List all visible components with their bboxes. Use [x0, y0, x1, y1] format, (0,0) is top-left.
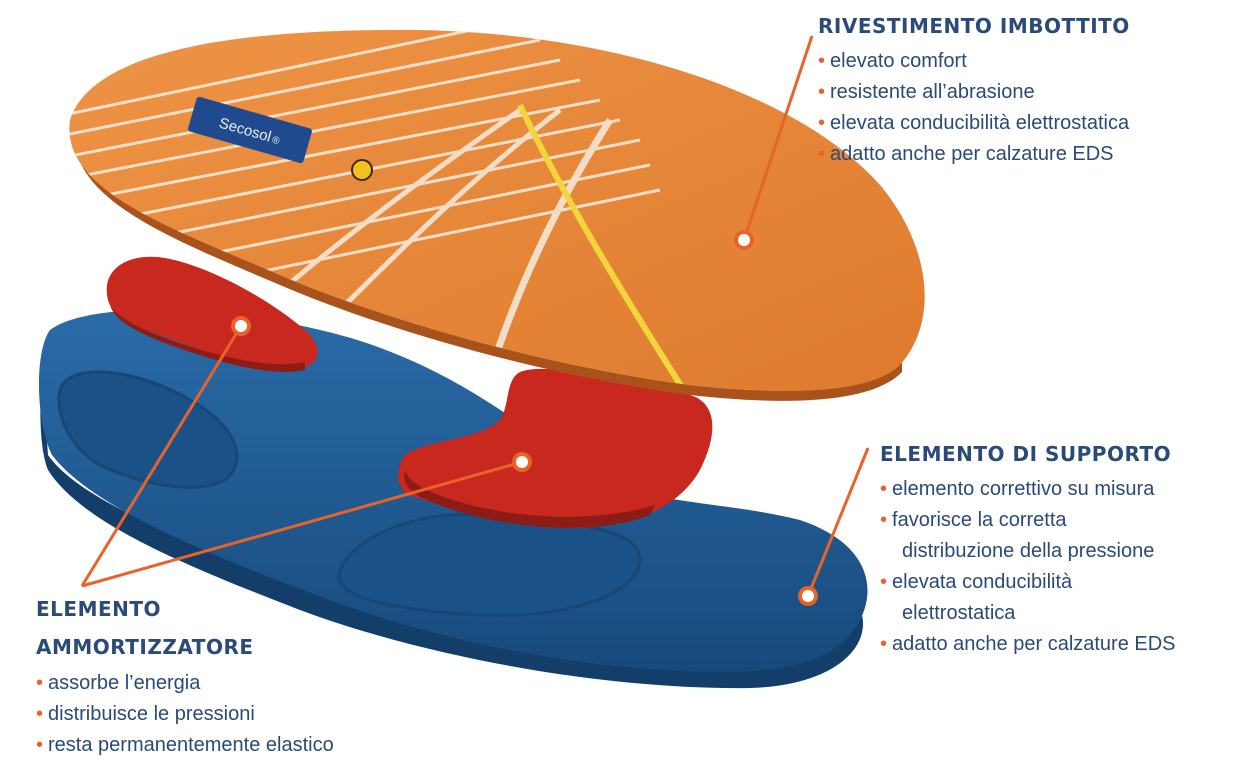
list-item: adatto anche per calzature EDS: [818, 139, 1130, 170]
feature-list: elemento correttivo su misura favorisce …: [880, 474, 1176, 660]
callout-title: ELEMENTO DI SUPPORTO: [880, 442, 1172, 466]
list-item: resistente all’abrasione: [818, 77, 1130, 108]
list-item: elevata conducibilità: [880, 567, 1176, 598]
marker-base: [798, 586, 818, 606]
marker-cover: [734, 230, 754, 250]
callout-title: ELEMENTO AMMORTIZZATORE: [36, 590, 334, 666]
callout-support-element: ELEMENTO DI SUPPORTO elemento correttivo…: [880, 436, 1176, 660]
callout-shock-absorber: ELEMENTO AMMORTIZZATORE assorbe l’energia…: [36, 590, 334, 761]
marker-support: [512, 452, 532, 472]
list-item: favorisce la corretta: [880, 505, 1176, 536]
padded-cover: Secosol®: [69, 29, 925, 401]
title-line: AMMORTIZZATORE: [36, 635, 254, 659]
marker-absorber: [231, 316, 251, 336]
brand-label: Secosol®: [188, 96, 312, 164]
callout-title: RIVESTIMENTO IMBOTTITO: [818, 14, 1130, 38]
leader-left-b: [81, 460, 523, 588]
leader-lines: [80, 35, 870, 597]
list-item: assorbe l’energia: [36, 668, 334, 699]
list-item: elemento correttivo su misura: [880, 474, 1176, 505]
support-element: [398, 368, 713, 529]
list-item: distribuisce le pressioni: [36, 699, 334, 730]
title-line: ELEMENTO: [36, 597, 162, 621]
eds-warning-icon: [351, 159, 373, 181]
list-item: distribuzione della pressione: [902, 540, 1155, 562]
list-item: resta permanentemente elastico: [36, 730, 334, 761]
leader-left-a: [80, 325, 243, 587]
feature-list: elevato comfort resistente all’abrasione…: [818, 46, 1130, 170]
list-item: elevata conducibilità elettrostatica: [818, 108, 1130, 139]
callout-padded-cover: RIVESTIMENTO IMBOTTITO elevato comfort r…: [818, 8, 1130, 170]
list-item: adatto anche per calzature EDS: [880, 629, 1176, 660]
leader-right: [806, 447, 870, 597]
leader-top: [742, 35, 814, 241]
feature-list: assorbe l’energia distribuisce le pressi…: [36, 668, 334, 761]
list-item: elettrostatica: [902, 602, 1016, 624]
shock-absorber-element: [106, 256, 318, 372]
list-item: elevato comfort: [818, 46, 1130, 77]
